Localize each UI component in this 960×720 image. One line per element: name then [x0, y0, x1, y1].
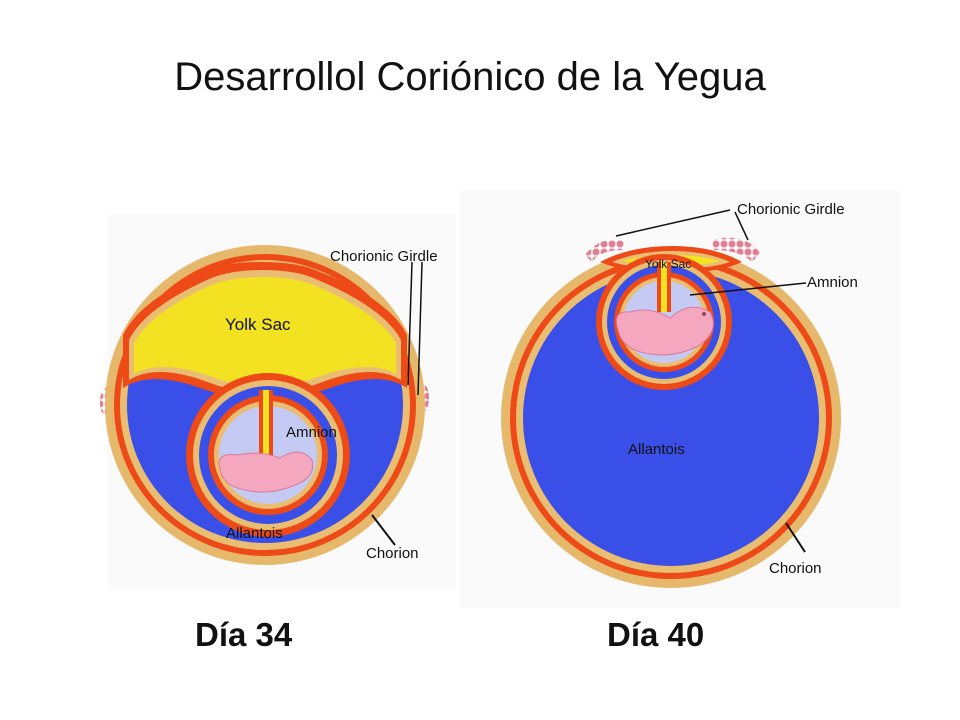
- label-allantois: Allantois: [226, 525, 283, 542]
- chorion-leader: [371, 514, 396, 546]
- chorionic-girdle-left: [585, 239, 625, 262]
- label-amnion: Amnion: [807, 274, 858, 291]
- girdle-leader: [417, 261, 423, 396]
- chorion-leader: [785, 522, 806, 553]
- label-yolk-sac: Yolk Sac: [225, 315, 291, 334]
- diagram-day34: Chorionic Girdle Yolk Sac Amnion Allanto…: [100, 214, 456, 590]
- amnion-leader: [689, 282, 807, 296]
- slide-title: Desarrollol Coriónico de la Yegua: [174, 55, 766, 99]
- label-allantois: Allantois: [628, 441, 685, 458]
- label-chorionic-girdle: Chorionic Girdle: [330, 248, 438, 265]
- yolk-stalk: [661, 262, 667, 312]
- label-chorionic-girdle: Chorionic Girdle: [737, 201, 845, 218]
- embryo: [616, 306, 714, 356]
- allantois: [523, 270, 819, 566]
- embryo-eye: [702, 312, 706, 316]
- diagram-day40: Chorionic Girdle Yolk Sac Amnion Allanto…: [460, 190, 900, 608]
- embryo: [218, 451, 314, 493]
- label-amnion: Amnion: [286, 424, 337, 441]
- label-yolk-sac: Yolk Sac: [645, 257, 691, 271]
- yolk-sac: [134, 277, 396, 400]
- umbilical-core: [263, 390, 269, 460]
- chorionic-girdle-right: [712, 237, 760, 262]
- caption-day34: Día 34: [195, 616, 293, 653]
- label-chorion: Chorion: [769, 560, 822, 577]
- label-chorion: Chorion: [366, 545, 419, 562]
- caption-day40: Día 40: [607, 616, 705, 653]
- girdle-leader-right: [734, 211, 749, 241]
- girdle-leader-2: [407, 261, 413, 386]
- girdle-leader-left: [615, 209, 731, 237]
